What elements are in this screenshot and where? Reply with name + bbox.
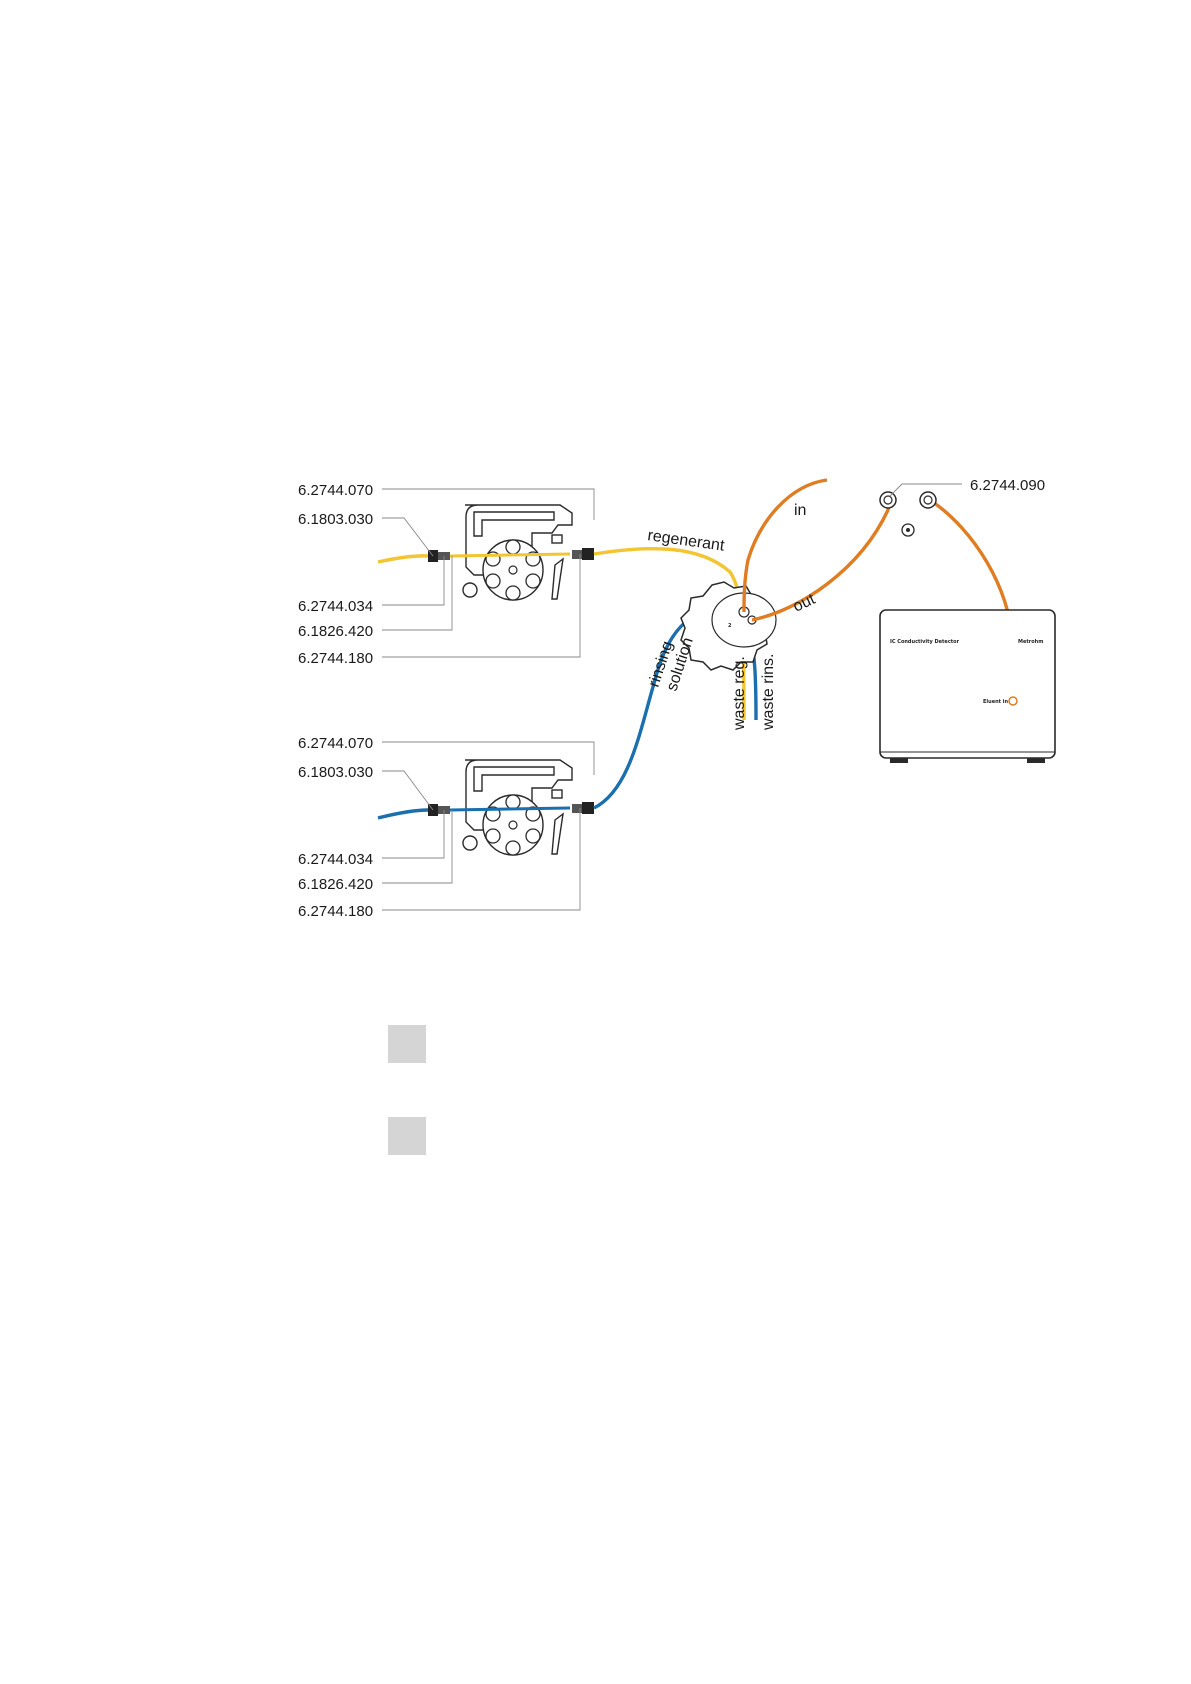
callout-bottom-1: 6.2744.070: [298, 735, 373, 752]
fitting-top-left: [428, 550, 450, 562]
step-marker-2: [388, 1117, 426, 1155]
peristaltic-pump-top: [463, 505, 572, 600]
regenerant-pump-tube: [450, 554, 570, 556]
valve-port-2-label: 2: [728, 623, 732, 629]
detector-port-label: Eluent in: [983, 699, 1008, 705]
fitting-bottom-right: [572, 802, 594, 814]
callout-top-3: 6.2744.034: [298, 598, 373, 615]
regenerant-supply-tube: [378, 556, 428, 562]
fitting-top-right: [572, 548, 594, 560]
rinsing-pump-tube: [450, 808, 570, 810]
step-marker-1: [388, 1025, 426, 1063]
callout-top-4: 6.1826.420: [298, 623, 373, 640]
detector-inlet-fittings: [880, 492, 936, 536]
callout-top-5: 6.2744.180: [298, 650, 373, 667]
callout-top-2: 6.1803.030: [298, 511, 373, 528]
callout-bottom-3: 6.2744.034: [298, 851, 373, 868]
callout-bottom-4: 6.1826.420: [298, 876, 373, 893]
detector-title: IC Conductivity Detector: [890, 639, 960, 645]
eluent-out-tube: [752, 500, 890, 620]
fitting-bottom-left: [428, 804, 450, 816]
callout-detector: 6.2744.090: [970, 477, 1045, 494]
callout-bottom-2: 6.1803.030: [298, 764, 373, 781]
detector-brand: Metrohm: [1018, 639, 1043, 645]
callout-bottom-5: 6.2744.180: [298, 903, 373, 920]
callout-top-1: 6.2744.070: [298, 482, 373, 499]
in-label: in: [794, 502, 806, 519]
rinsing-supply-tube: [378, 810, 428, 818]
waste-rins-label: waste rins.: [760, 654, 777, 731]
conductivity-detector: IC Conductivity Detector Metrohm Eluent …: [880, 610, 1055, 763]
waste-reg-label: waste reg.: [731, 656, 748, 731]
